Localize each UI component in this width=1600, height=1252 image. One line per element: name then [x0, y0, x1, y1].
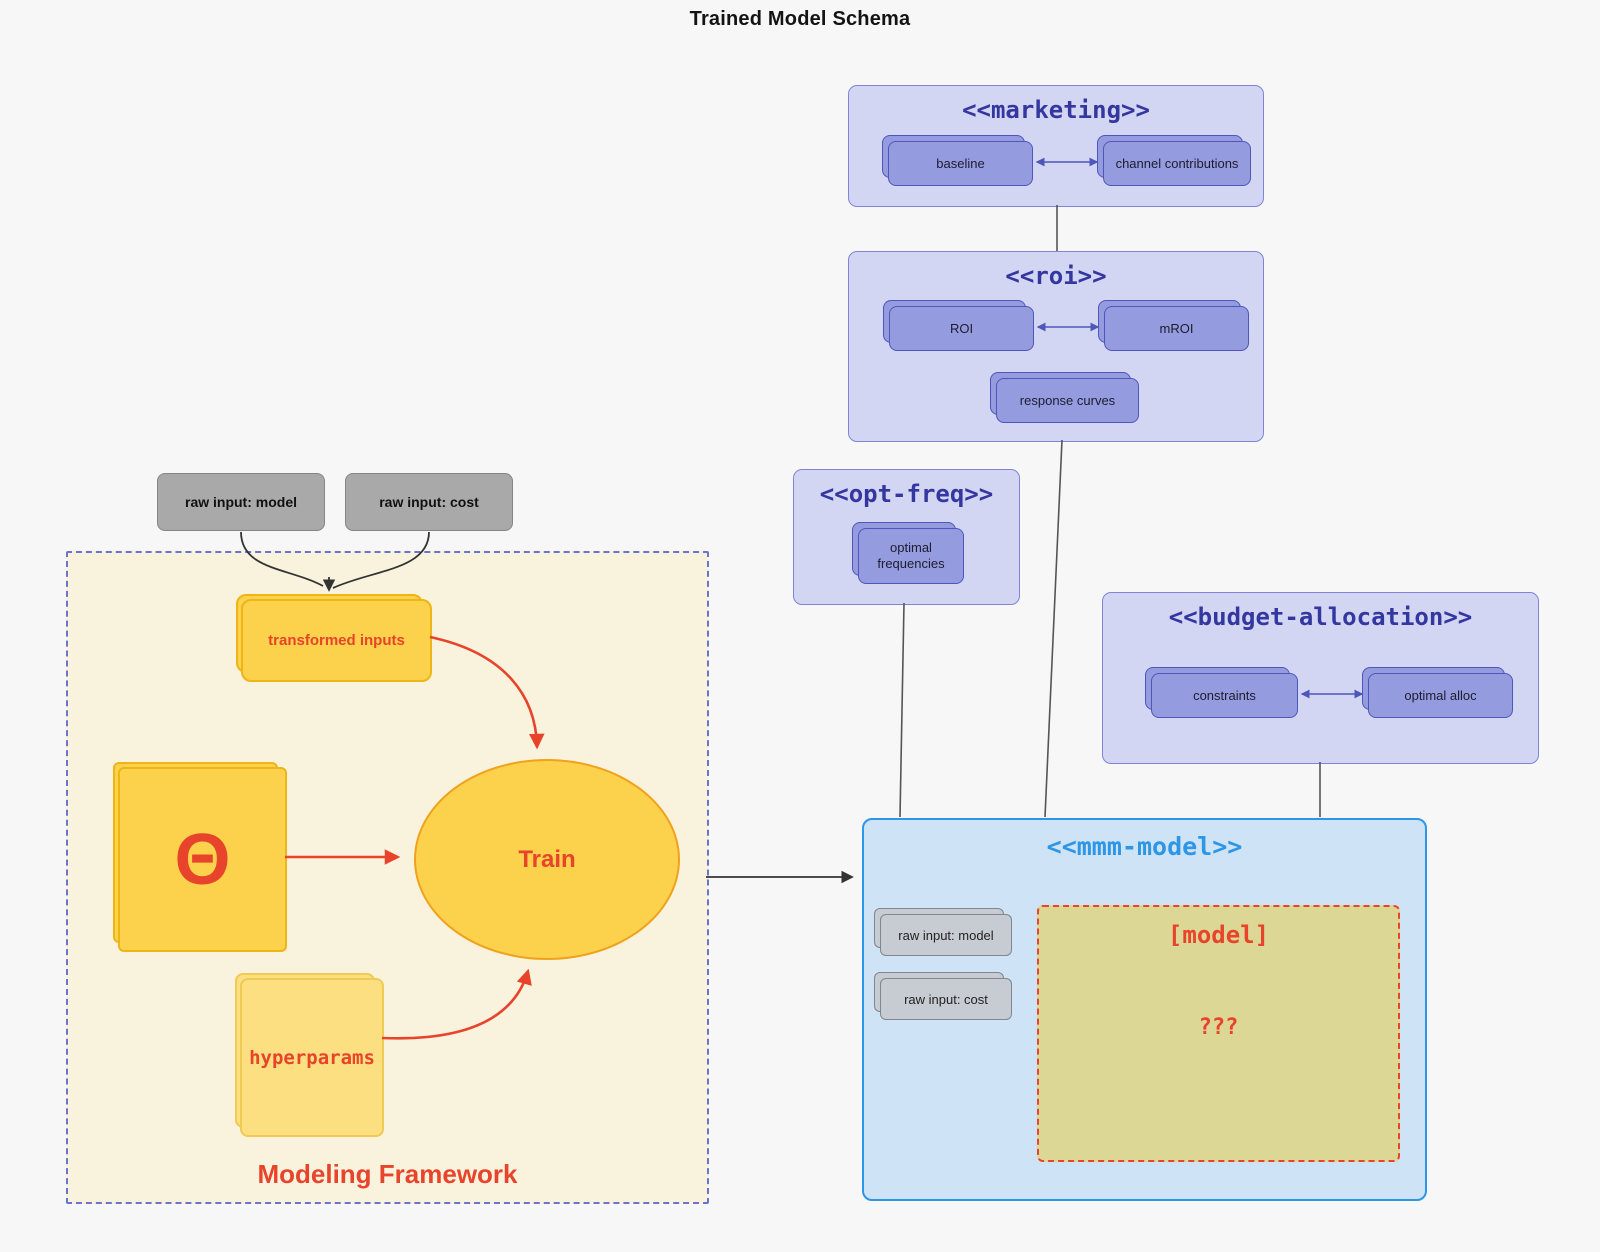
node-mmm-raw-input-cost-label: raw input: cost — [904, 991, 988, 1007]
node-channel-contributions-label: channel contributions — [1115, 156, 1239, 171]
node-mmm-raw-input-model-label: raw input: model — [898, 927, 994, 943]
node-model-placeholder: [model] ??? — [1037, 905, 1400, 1162]
group-modeling-framework-label: Modeling Framework — [257, 1159, 518, 1189]
node-roi-label: ROI — [949, 321, 974, 336]
node-raw-input-model: raw input: model — [157, 473, 325, 531]
node-raw-input-cost-label: raw input: cost — [379, 494, 479, 510]
node-mroi: mROI — [1104, 306, 1249, 351]
node-theta: Θ — [118, 767, 287, 952]
group-roi-title: <<roi>> — [1005, 262, 1107, 290]
node-response-curves: response curves — [996, 378, 1139, 423]
node-constraints: constraints — [1151, 673, 1298, 718]
node-mroi-label: mROI — [1159, 321, 1194, 336]
group-modeling-framework: transformed inputs Θ Train hyperparams M… — [66, 551, 709, 1204]
edge-optfreq-mmm — [899, 602, 905, 818]
group-opt-freq-title: <<opt-freq>> — [819, 480, 994, 508]
node-mmm-raw-input-cost: raw input: cost — [880, 978, 1012, 1020]
group-mmm-model-title: <<mmm-model>> — [1046, 832, 1243, 861]
node-baseline-label: baseline — [936, 156, 985, 171]
page-title: Trained Model Schema — [689, 8, 911, 30]
group-mmm-model: <<mmm-model>> raw input: model raw input… — [862, 818, 1427, 1201]
node-optimal-alloc-label: optimal alloc — [1404, 688, 1477, 703]
node-response-curves-label: response curves — [1019, 393, 1116, 408]
node-train: Train — [414, 759, 680, 960]
node-transformed-inputs-label: transformed inputs — [268, 632, 405, 649]
node-raw-input-cost: raw input: cost — [345, 473, 513, 531]
node-theta-label: Θ — [174, 819, 231, 900]
node-roi: ROI — [889, 306, 1034, 351]
node-channel-contributions: channel contributions — [1103, 141, 1251, 186]
group-budget-allocation-title: <<budget-allocation>> — [1168, 603, 1473, 631]
group-roi: <<roi>> ROI mROI response curves — [848, 251, 1264, 442]
group-budget-allocation: <<budget-allocation>> constraints optima… — [1102, 592, 1539, 764]
node-transformed-inputs: transformed inputs — [241, 599, 432, 682]
node-hyperparams-label: hyperparams — [249, 1046, 375, 1069]
group-marketing-title: <<marketing>> — [962, 96, 1150, 124]
node-raw-input-model-label: raw input: model — [185, 494, 297, 510]
group-marketing: <<marketing>> baseline channel contribut… — [848, 85, 1264, 207]
node-optimal-frequencies-label: optimal frequencies — [877, 539, 945, 571]
node-train-label: Train — [518, 845, 576, 873]
edge-roi-mmm — [1044, 439, 1063, 818]
node-hyperparams: hyperparams — [240, 978, 384, 1137]
node-constraints-label: constraints — [1193, 688, 1256, 703]
node-model-unknown: ??? — [1198, 1015, 1239, 1040]
node-baseline: baseline — [888, 141, 1033, 186]
group-opt-freq: <<opt-freq>> optimal frequencies — [793, 469, 1020, 605]
node-model-placeholder-title: [model] — [1167, 921, 1270, 949]
node-optimal-alloc: optimal alloc — [1368, 673, 1513, 718]
node-mmm-raw-input-model: raw input: model — [880, 914, 1012, 956]
node-optimal-frequencies: optimal frequencies — [858, 528, 964, 584]
